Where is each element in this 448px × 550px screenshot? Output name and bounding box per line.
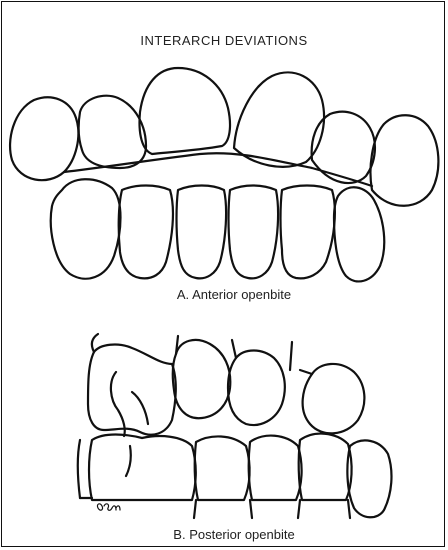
lower-tooth-4 xyxy=(229,186,279,279)
upper-gum-line-2 xyxy=(232,340,236,358)
lower-gum-line-1 xyxy=(194,500,196,518)
lower-molar-fissure xyxy=(126,446,131,476)
upper-occlusal-line xyxy=(64,153,372,186)
lower-gum-line-3 xyxy=(298,500,300,518)
lower-tooth-b3 xyxy=(249,436,302,500)
lower-tooth-b5 xyxy=(347,440,391,517)
upper-tooth-5 xyxy=(312,112,375,183)
lower-tooth-5 xyxy=(281,186,335,279)
upper-molar xyxy=(88,345,176,435)
upper-tooth-b2 xyxy=(173,340,231,418)
upper-tooth-4 xyxy=(234,72,324,166)
lower-tooth-b4 xyxy=(299,434,352,500)
lower-tooth-1 xyxy=(51,179,121,278)
upper-gum-line-3 xyxy=(290,342,292,370)
upper-molar-fissure-1 xyxy=(111,372,125,436)
lower-tooth-2 xyxy=(119,186,173,279)
upper-tooth-1 xyxy=(10,97,78,180)
upper-tooth-6 xyxy=(371,115,439,206)
lower-gum-line-4 xyxy=(348,500,350,518)
posterior-openbite-diagram xyxy=(78,334,392,518)
lower-arch-left-edge xyxy=(78,440,80,498)
lower-tooth-6 xyxy=(334,187,384,281)
upper-tooth-b3 xyxy=(228,351,285,426)
upper-tooth-2 xyxy=(79,96,146,168)
upper-gum-line-4 xyxy=(300,370,312,374)
lower-gum-line-2 xyxy=(250,500,252,518)
lower-tooth-3 xyxy=(177,186,227,279)
lower-molar xyxy=(89,435,196,501)
artist-signature xyxy=(97,504,120,510)
upper-tooth-3 xyxy=(140,68,231,154)
caption-anterior-openbite: A. Anterior openbite xyxy=(10,287,448,302)
caption-posterior-openbite: B. Posterior openbite xyxy=(10,527,448,542)
upper-molar-fissure-2 xyxy=(132,392,148,424)
lower-tooth-b2 xyxy=(195,436,250,500)
anterior-openbite-diagram xyxy=(10,68,438,281)
